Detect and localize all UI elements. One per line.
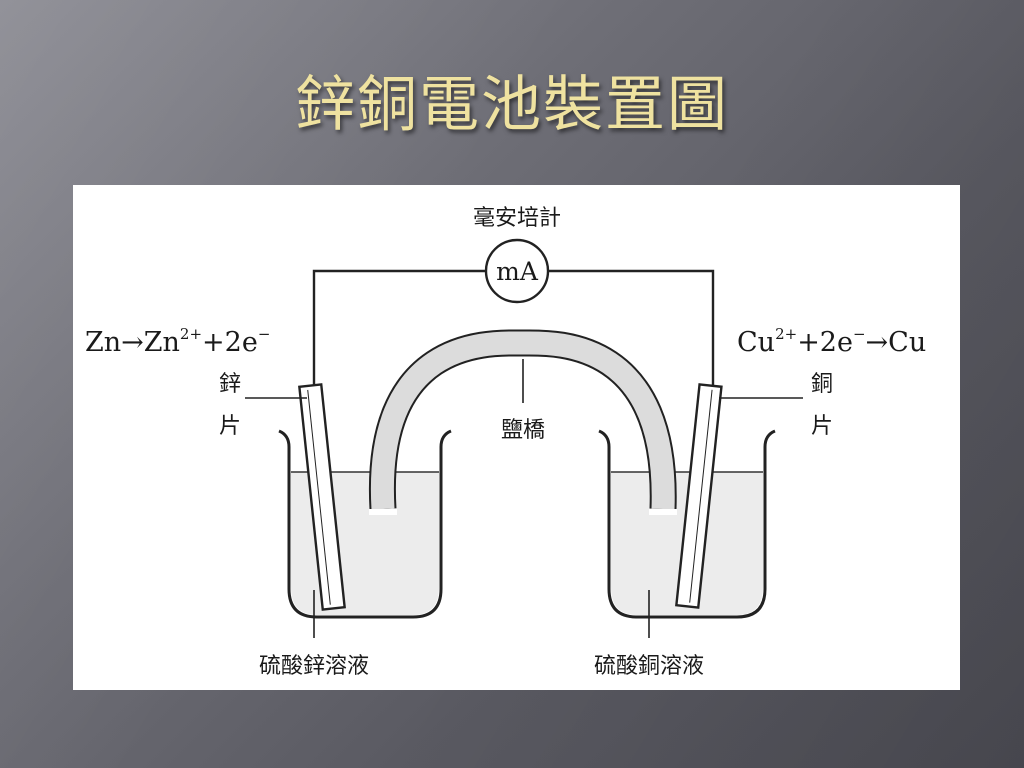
copper-beaker <box>598 429 776 619</box>
wire-left <box>312 269 485 391</box>
milliammeter-label: 毫安培計 <box>473 206 561 231</box>
copper-solution-label: 硫酸銅溶液 <box>594 654 704 679</box>
zinc-plate-label-1: 鋅 <box>219 372 241 397</box>
zinc-solution-label: 硫酸鋅溶液 <box>259 654 369 679</box>
copper-plate <box>675 383 723 609</box>
milliammeter-symbol: mA <box>496 257 539 286</box>
copper-half-reaction: Cu2++2e−→Cu <box>737 325 926 358</box>
zinc-plate-label-2: 片 <box>219 414 241 439</box>
salt-bridge-label: 鹽橋 <box>501 418 545 443</box>
diagram-panel: mA 毫安培計 鋅 片 銅 片 鹽橋 硫酸鋅溶液 硫酸銅溶液 Zn→Zn2++2… <box>73 185 960 690</box>
zinc-plate <box>298 383 346 611</box>
milliammeter <box>484 238 550 304</box>
copper-plate-label-2: 片 <box>811 414 833 439</box>
slide-title: 鋅銅電池裝置圖 <box>295 70 729 140</box>
cell-diagram: mA 毫安培計 鋅 片 銅 片 鹽橋 硫酸鋅溶液 硫酸銅溶液 Zn→Zn2++2… <box>85 206 926 679</box>
zinc-half-reaction: Zn→Zn2++2e− <box>85 325 270 358</box>
salt-bridge-fill <box>371 331 675 510</box>
wire-right <box>549 269 715 389</box>
zinc-beaker <box>278 429 452 619</box>
copper-plate-label-1: 銅 <box>811 372 833 397</box>
